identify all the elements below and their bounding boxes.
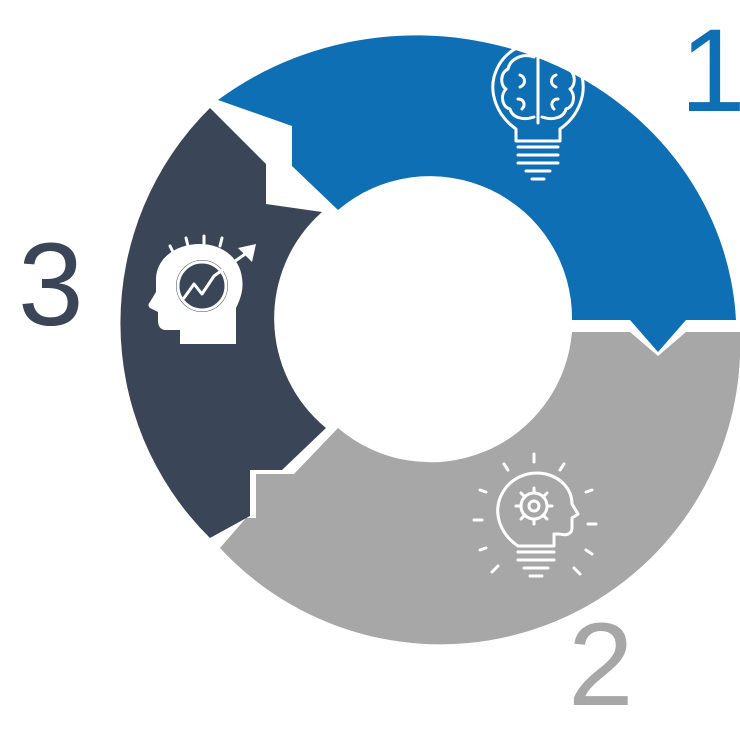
segment-1	[218, 35, 736, 352]
segment-2	[220, 332, 740, 645]
lightbulb-brain-icon	[491, 41, 585, 181]
head-growth-chart-icon	[148, 234, 256, 344]
step-number-2: 2	[568, 599, 634, 731]
step-number-3: 3	[18, 219, 84, 351]
step-number-1: 1	[680, 5, 740, 137]
cycle-diagram	[120, 35, 740, 645]
lightbulb-gear-head-icon	[472, 452, 598, 578]
